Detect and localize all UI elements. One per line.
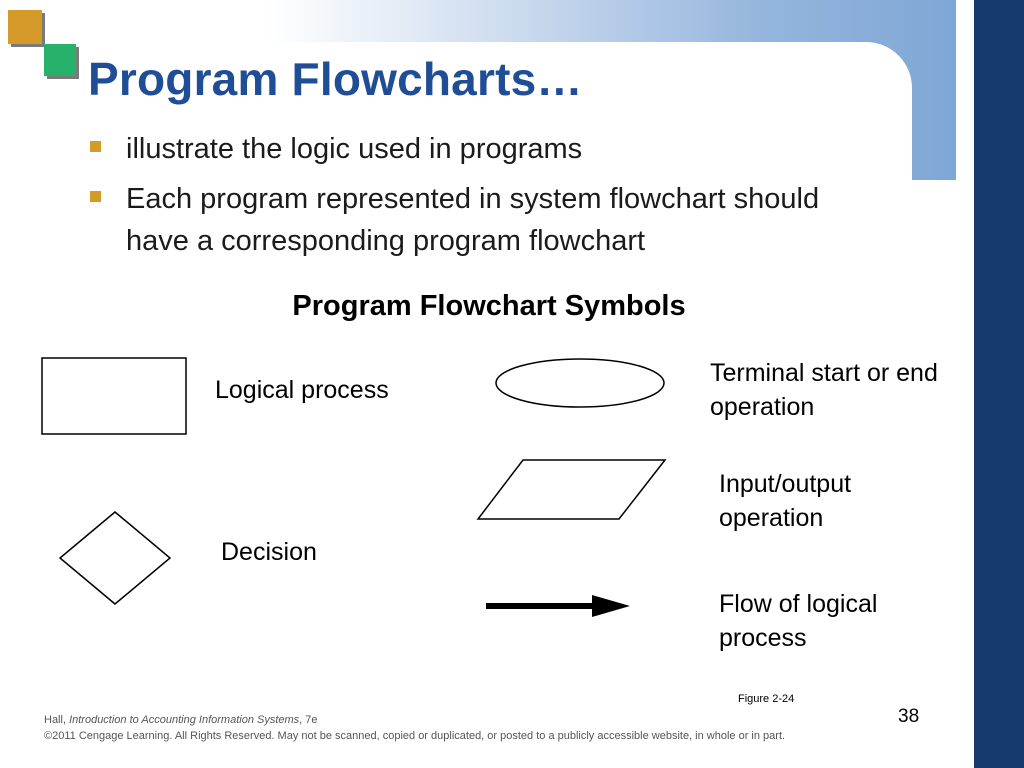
decision-diamond-symbol xyxy=(58,511,172,605)
terminal-oval-symbol xyxy=(495,358,665,408)
side-bar xyxy=(974,0,1024,768)
process-rectangle-symbol xyxy=(41,357,187,435)
bullet-square-icon xyxy=(90,141,101,152)
slide-title: Program Flowcharts… xyxy=(88,53,583,105)
decision-label: Decision xyxy=(221,538,317,566)
footer-citation: Hall, Introduction to Accounting Informa… xyxy=(44,712,785,744)
diagram-heading: Program Flowchart Symbols xyxy=(292,290,686,322)
green-square-decoration xyxy=(44,44,76,76)
flow-label: Flow of logical process xyxy=(719,590,878,652)
bullet-text: Each program represented in system flowc… xyxy=(126,183,820,257)
terminal-label: Terminal start or end operation xyxy=(710,359,938,421)
bullet-item: Each program represented in system flowc… xyxy=(90,178,880,262)
footer-author: Hall, xyxy=(44,714,70,726)
orange-square-decoration xyxy=(8,10,42,44)
footer-edition: , 7e xyxy=(299,714,318,726)
bullet-list: illustrate the logic used in programs Ea… xyxy=(90,128,880,270)
bullet-item: illustrate the logic used in programs xyxy=(90,128,880,170)
page-number: 38 xyxy=(898,706,920,727)
input-output-parallelogram-symbol xyxy=(476,459,667,520)
process-label: Logical process xyxy=(215,376,389,404)
flow-arrow-symbol xyxy=(486,595,630,617)
bullet-text: illustrate the logic used in programs xyxy=(126,133,583,165)
side-gap xyxy=(956,0,974,768)
footer-source: Hall, Introduction to Accounting Informa… xyxy=(44,712,785,728)
footer-book-title: Introduction to Accounting Information S… xyxy=(69,714,300,726)
bullet-square-icon xyxy=(90,191,101,202)
figure-label: Figure 2-24 xyxy=(738,693,795,705)
footer-copyright: ©2011 Cengage Learning. All Rights Reser… xyxy=(44,730,786,742)
input-output-label: Input/output operation xyxy=(719,470,852,532)
